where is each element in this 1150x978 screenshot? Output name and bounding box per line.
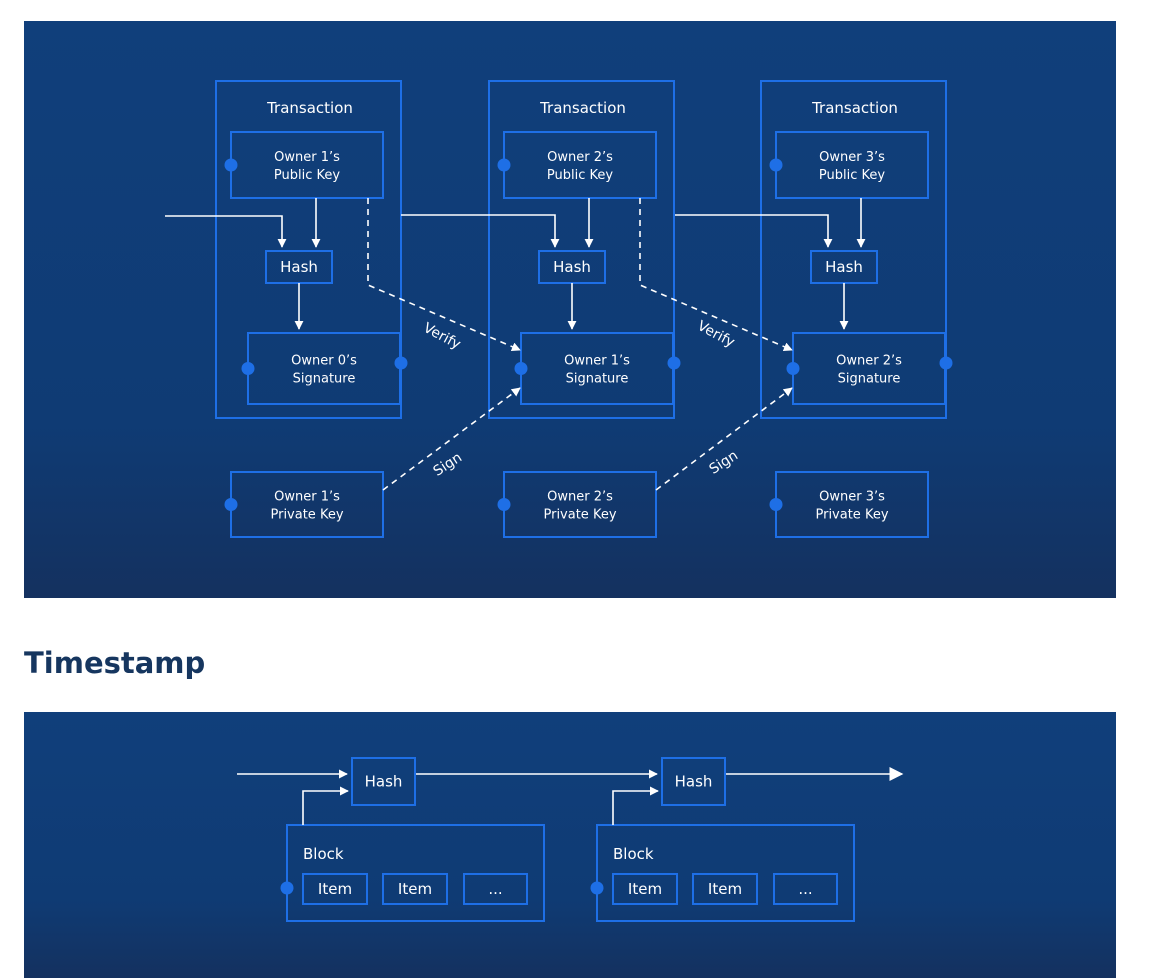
transaction-3-signature-text: Owner 2’s [836, 354, 902, 369]
transaction-2-private-key [503, 471, 657, 538]
sign-label-2: Sign [707, 448, 741, 478]
timestamp-diagram-panel [24, 712, 1116, 978]
sign-arrow-2 [655, 387, 793, 491]
timestamp-block-2-hash-text: Hash [675, 773, 713, 791]
transaction-2-signature-text: Owner 1’s [564, 354, 630, 369]
verify-label-1: Verify [421, 320, 464, 353]
transaction-2-signature-text: Signature [566, 372, 629, 387]
sign-label-1: Sign [431, 450, 465, 480]
transaction-2-private-key-text: Private Key [543, 508, 616, 523]
timestamp-block-1-item-2 [382, 873, 448, 905]
transaction-1-signature-dot [241, 362, 255, 375]
timestamp-block-1-item-1 [302, 873, 368, 905]
transaction-1-signature-text: Signature [293, 372, 356, 387]
transaction-2-public-key-dot [497, 158, 511, 172]
transaction-1-hash-text: Hash [280, 258, 318, 276]
transaction-diagram-panel [24, 21, 1116, 598]
transaction-1-public-key-dot [224, 158, 238, 172]
transaction-2-private-key-dot [497, 498, 511, 511]
timestamp-block-2-frame [596, 824, 855, 922]
timestamp-block-2-item-2 [692, 873, 758, 905]
transaction-1-signature-text: Owner 0’s [291, 354, 357, 369]
transaction-1-private-key-text: Private Key [270, 508, 343, 523]
timestamp-block-2-dot [590, 881, 604, 895]
timestamp-block-1-dot [280, 881, 294, 895]
transaction-1-public-key-text: Owner 1’s [274, 150, 340, 165]
transaction-3-private-key-dot [769, 498, 783, 511]
timestamp-block-1-item-1-text: Item [318, 880, 352, 898]
transaction-2-public-key-text: Owner 2’s [547, 150, 613, 165]
transaction-1-private-key-dot [224, 498, 238, 511]
transaction-2-frame [488, 80, 675, 419]
timestamp-block-1-item-3 [463, 873, 528, 905]
chain-in-arrow-1 [165, 215, 287, 248]
transaction-1-signature [247, 332, 401, 405]
verify-label-2: Verify [695, 318, 738, 351]
timestamp-block-2-hash [661, 757, 726, 806]
transaction-3-private-key-text: Private Key [815, 508, 888, 523]
transaction-1-private-key-text: Owner 1’s [274, 490, 340, 505]
timestamp-block-1-item-3-text: ... [488, 880, 502, 898]
timestamp-block-1-hash [351, 757, 416, 806]
timestamp-heading: Timestamp [24, 646, 206, 680]
transaction-2-hash-text: Hash [553, 258, 591, 276]
timestamp-block-2-item-1 [612, 873, 678, 905]
transaction-3-private-key [775, 471, 929, 538]
timestamp-block-1-frame [286, 824, 545, 922]
timestamp-block-2-item-1-text: Item [628, 880, 662, 898]
transaction-2-public-key [503, 131, 657, 199]
timestamp-block-1-to-hash-arrow [302, 786, 349, 825]
transaction-1-frame [215, 80, 402, 419]
transaction-3-public-key-dot [769, 158, 783, 172]
transaction-1-public-key-text: Public Key [274, 168, 340, 183]
verify-arrow-1 [367, 198, 521, 351]
timestamp-block-2-item-2-text: Item [708, 880, 742, 898]
timestamp-block-1-item-2-text: Item [398, 880, 432, 898]
transaction-1-title: Transaction [266, 99, 353, 117]
transaction-3-title: Transaction [811, 99, 898, 117]
transaction-2-private-key-text: Owner 2’s [547, 490, 613, 505]
chain-in-arrow-3 [675, 214, 833, 248]
transaction-1-private-key [230, 471, 384, 538]
transaction-3-signature-text: Signature [838, 372, 901, 387]
transaction-3-public-key [775, 131, 929, 199]
timestamp-block-2-item-3-text: ... [798, 880, 812, 898]
chain-in-arrow-2 [401, 214, 560, 248]
transaction-2-public-key-text: Public Key [547, 168, 613, 183]
transaction-3-hash-text: Hash [825, 258, 863, 276]
transaction-2-signature-dot [514, 362, 528, 375]
transaction-3-signature-dot [786, 362, 800, 375]
timestamp-block-2-title: Block [613, 845, 654, 863]
transaction-3-frame [760, 80, 947, 419]
timestamp-block-1-title: Block [303, 845, 344, 863]
transaction-3-public-key-text: Public Key [819, 168, 885, 183]
transaction-3-signature [792, 332, 946, 405]
timestamp-block-1-hash-text: Hash [365, 773, 403, 791]
timestamp-block-2-to-hash-arrow [612, 786, 659, 825]
sign-arrow-1 [382, 387, 521, 491]
transaction-3-private-key-text: Owner 3’s [819, 490, 885, 505]
transaction-2-title: Transaction [539, 99, 626, 117]
transaction-2-signature [520, 332, 674, 405]
transaction-3-public-key-text: Owner 3’s [819, 150, 885, 165]
transaction-1-public-key [230, 131, 384, 199]
timestamp-block-2-item-3 [773, 873, 838, 905]
